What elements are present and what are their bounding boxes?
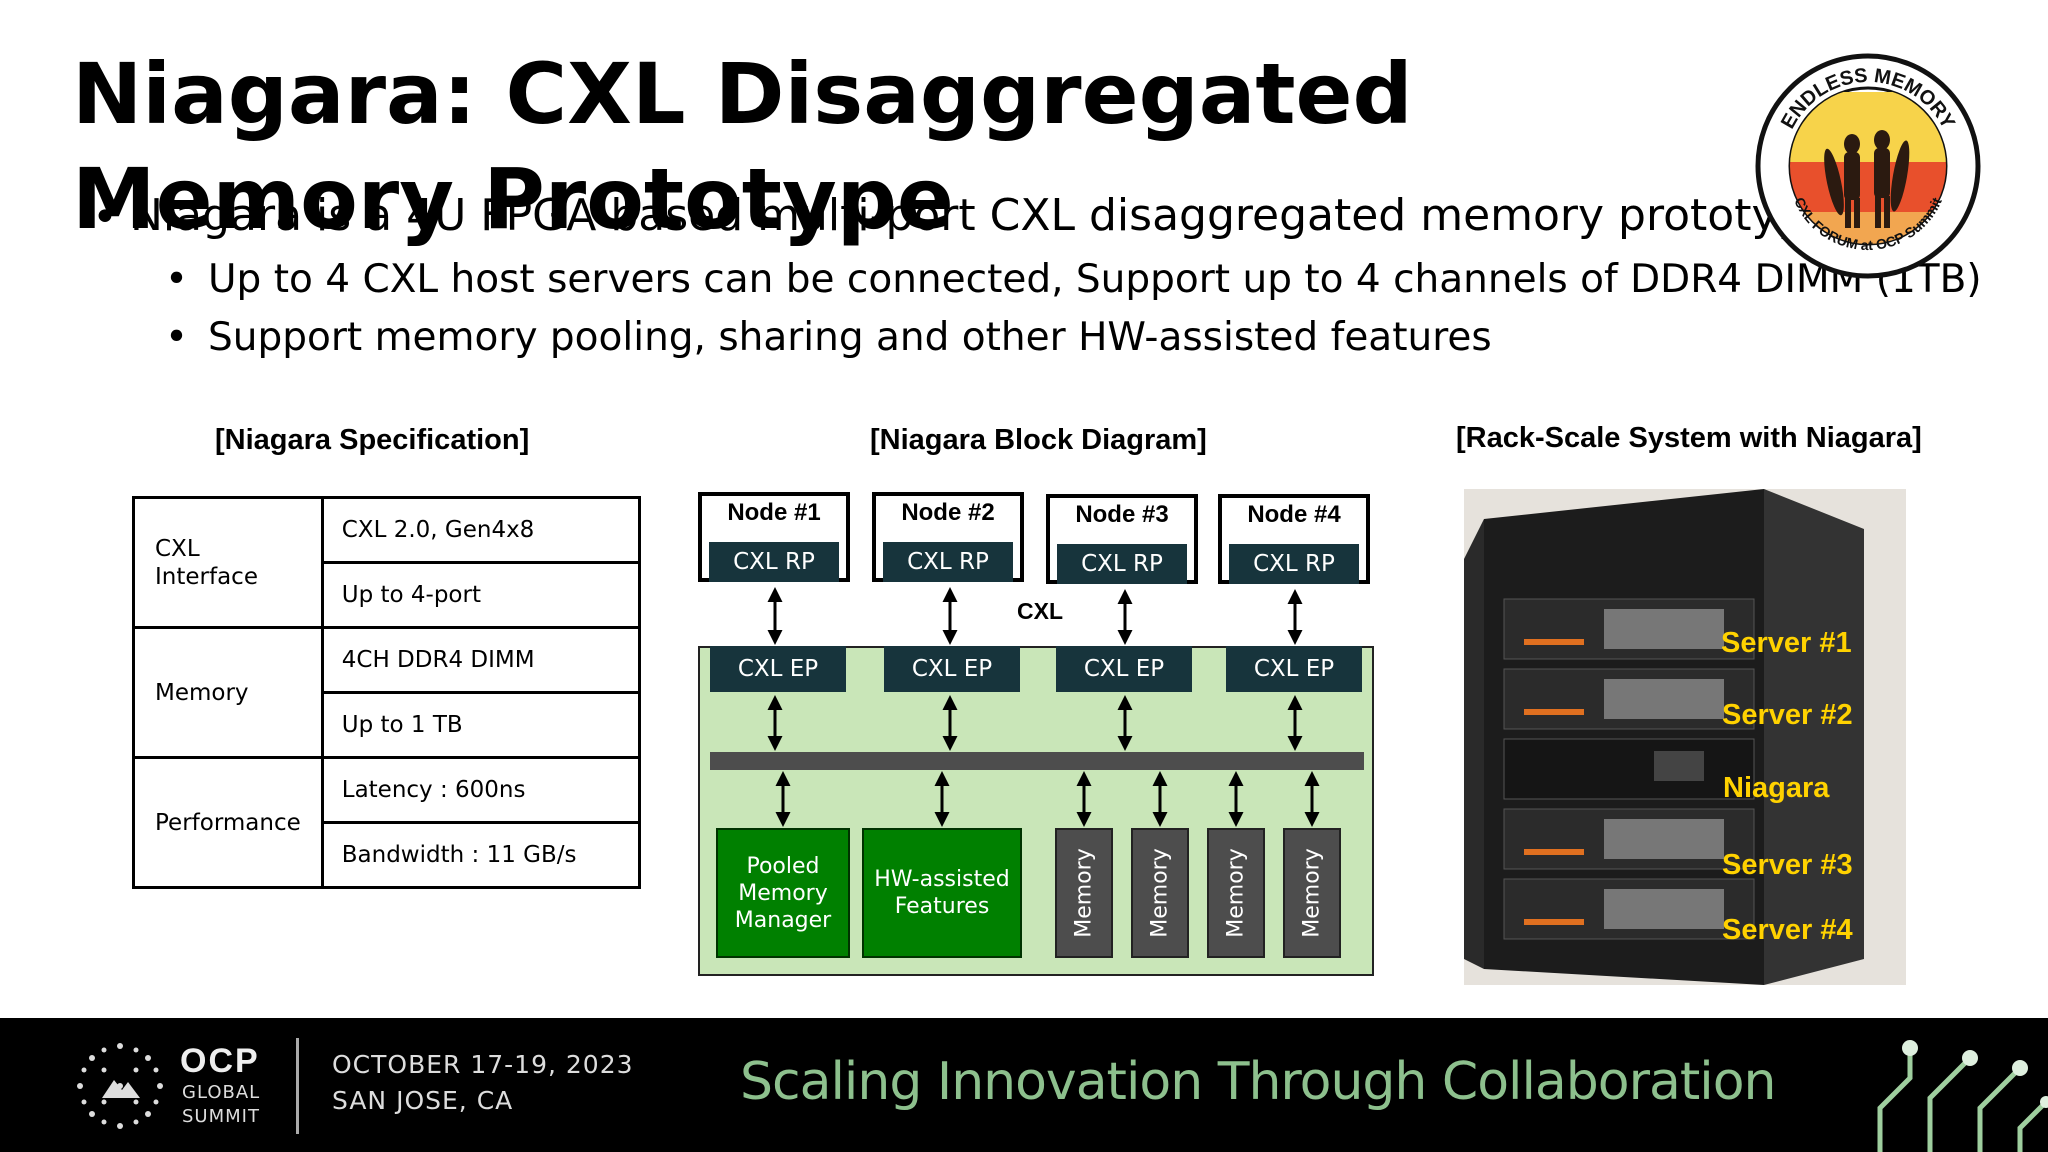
- table-row: Memory 4CH DDR4 DIMM: [132, 626, 641, 759]
- circuit-decoration-icon: [1877, 1040, 2048, 1152]
- cxl-ep: CXL EP: [1056, 646, 1192, 692]
- footer-divider: [296, 1038, 299, 1134]
- memory-block: Memory: [1283, 828, 1341, 958]
- memory-block: Memory: [1131, 828, 1189, 958]
- cxl-ep: CXL EP: [710, 646, 846, 692]
- table-row: CXL Interface CXL 2.0, Gen4x8: [132, 496, 641, 629]
- rack-label-server-3: Server #3: [1722, 849, 1853, 881]
- event-location: SAN JOSE, CA: [332, 1086, 514, 1115]
- rack-label-server-4: Server #4: [1722, 914, 1853, 946]
- spec-table: CXL Interface CXL 2.0, Gen4x8 Up to 4-po…: [132, 496, 641, 889]
- internal-bus: [710, 752, 1364, 770]
- node-label: Node #4: [1247, 501, 1341, 528]
- node-4: Node #4 CXL RP: [1218, 494, 1370, 584]
- cxl-rp: CXL RP: [709, 542, 839, 582]
- footer-tagline: Scaling Innovation Through Collaboration: [740, 1052, 1776, 1112]
- ocp-brand: OCP: [180, 1042, 260, 1080]
- bullet-3: Support memory pooling, sharing and othe…: [208, 315, 1492, 360]
- node-2: Node #2 CXL RP: [872, 492, 1024, 582]
- node-3: Node #3 CXL RP: [1046, 494, 1198, 584]
- endless-memory-logo: ENDLESS MEMORY CXL FORUM at OCP Summit: [1754, 52, 1982, 280]
- table-row: Up to 4-port: [134, 561, 641, 629]
- spec-value: Up to 1 TB: [320, 691, 641, 759]
- node-label: Node #3: [1075, 501, 1169, 528]
- memory-block: Memory: [1055, 828, 1113, 958]
- cxl-ep: CXL EP: [884, 646, 1020, 692]
- cxl-rp: CXL RP: [1057, 544, 1187, 584]
- spec-value: Latency : 600ns: [320, 756, 641, 824]
- ocp-globe-icon: [77, 1043, 163, 1129]
- table-row: Up to 1 TB: [134, 691, 641, 759]
- spec-value: Bandwidth : 11 GB/s: [320, 821, 641, 889]
- hw-assisted-features: HW-assisted Features: [862, 828, 1022, 958]
- spec-value: Up to 4-port: [320, 561, 641, 629]
- pooled-memory-manager: Pooled Memory Manager: [716, 828, 850, 958]
- memory-block: Memory: [1207, 828, 1265, 958]
- ocp-brand-sub-2: SUMMIT: [182, 1106, 260, 1127]
- table-row: Performance Latency : 600ns: [132, 756, 641, 889]
- cxl-ep: CXL EP: [1226, 646, 1362, 692]
- bullet-dot: •: [165, 257, 189, 302]
- node-1: Node #1 CXL RP: [698, 492, 850, 582]
- spec-key-performance: Performance: [132, 756, 324, 889]
- spec-value: 4CH DDR4 DIMM: [320, 626, 641, 694]
- rack-label-server-1: Server #1: [1721, 627, 1852, 659]
- rack-label-niagara: Niagara: [1723, 772, 1830, 804]
- event-date: OCTOBER 17-19, 2023: [332, 1050, 634, 1079]
- slide-title: Niagara: CXL Disaggregated Memory Protot…: [72, 45, 1413, 248]
- spec-section-title: [Niagara Specification]: [215, 424, 530, 456]
- bullet-2: Up to 4 CXL host servers can be connecte…: [208, 257, 1982, 302]
- spec-key-interface: CXL Interface: [132, 496, 324, 629]
- bullet-dot: •: [165, 315, 189, 360]
- spec-value: CXL 2.0, Gen4x8: [320, 496, 641, 564]
- rack-photo: Server #1 Server #2 Niagara Server #3 Se…: [1464, 489, 1906, 985]
- node-label: Node #1: [727, 499, 821, 526]
- diagram-section-title: [Niagara Block Diagram]: [870, 424, 1207, 456]
- spec-key-memory: Memory: [132, 626, 324, 759]
- bullet-dot: •: [92, 192, 118, 243]
- footer-banner: OCP GLOBAL SUMMIT OCTOBER 17-19, 2023 SA…: [0, 1018, 2048, 1152]
- node-label: Node #2: [901, 499, 995, 526]
- rack-label-server-2: Server #2: [1722, 699, 1853, 731]
- table-row: Bandwidth : 11 GB/s: [134, 821, 641, 889]
- cxl-rp: CXL RP: [883, 542, 1013, 582]
- bullet-1: Niagara is a 4U FPGA based multi-port CX…: [130, 190, 1833, 241]
- cxl-label: CXL: [1017, 598, 1063, 624]
- rack-section-title: [Rack-Scale System with Niagara]: [1456, 422, 1922, 454]
- ocp-brand-sub-1: GLOBAL: [182, 1082, 261, 1103]
- cxl-rp: CXL RP: [1229, 544, 1359, 584]
